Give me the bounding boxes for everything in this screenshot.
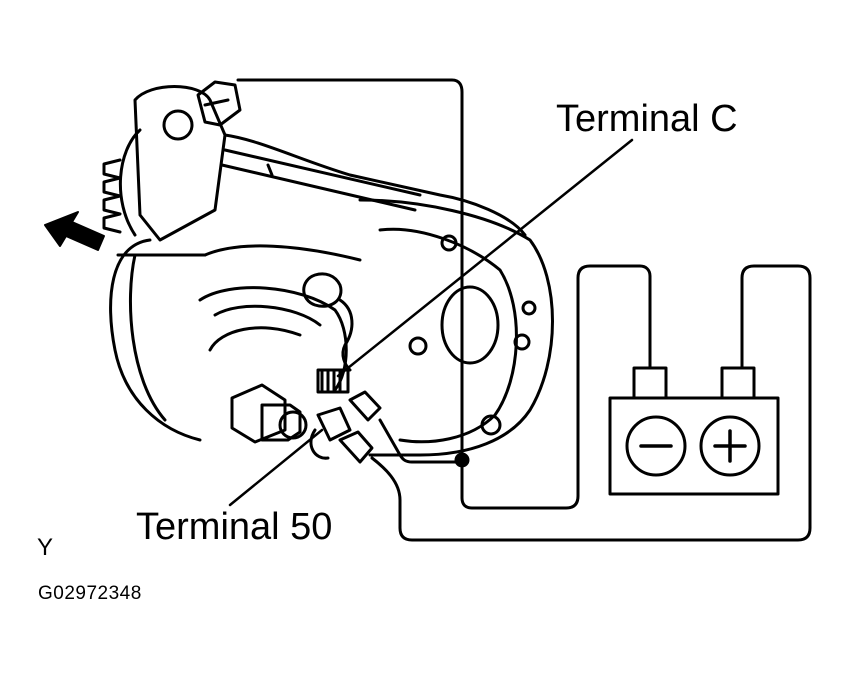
battery-case	[608, 396, 780, 496]
figure-code-label: G02972348	[38, 583, 142, 604]
wire-top-connector-to-junction	[236, 78, 464, 462]
wire-terminal-c-to-junction	[378, 418, 464, 464]
terminal-50-label: Terminal 50	[136, 506, 333, 548]
wire-junction-dot	[454, 452, 470, 468]
battery-negative-post	[632, 366, 668, 400]
battery-negative-terminal	[625, 415, 687, 477]
battery	[608, 366, 780, 496]
battery-positive-terminal	[699, 415, 761, 477]
terminal-50-leader-line	[228, 428, 324, 507]
battery-positive-post	[720, 366, 756, 400]
view-marker-label: Y	[37, 534, 54, 561]
starter-motor-illustration	[102, 80, 554, 464]
terminal-c-label: Terminal C	[556, 98, 738, 140]
terminal-c-leader-line	[336, 138, 634, 378]
pinion-direction-arrow	[44, 211, 105, 251]
wire-junction-to-battery-negative	[460, 264, 652, 510]
plus-icon	[713, 429, 747, 463]
wire-battery-positive-to-terminal-50	[370, 264, 812, 542]
